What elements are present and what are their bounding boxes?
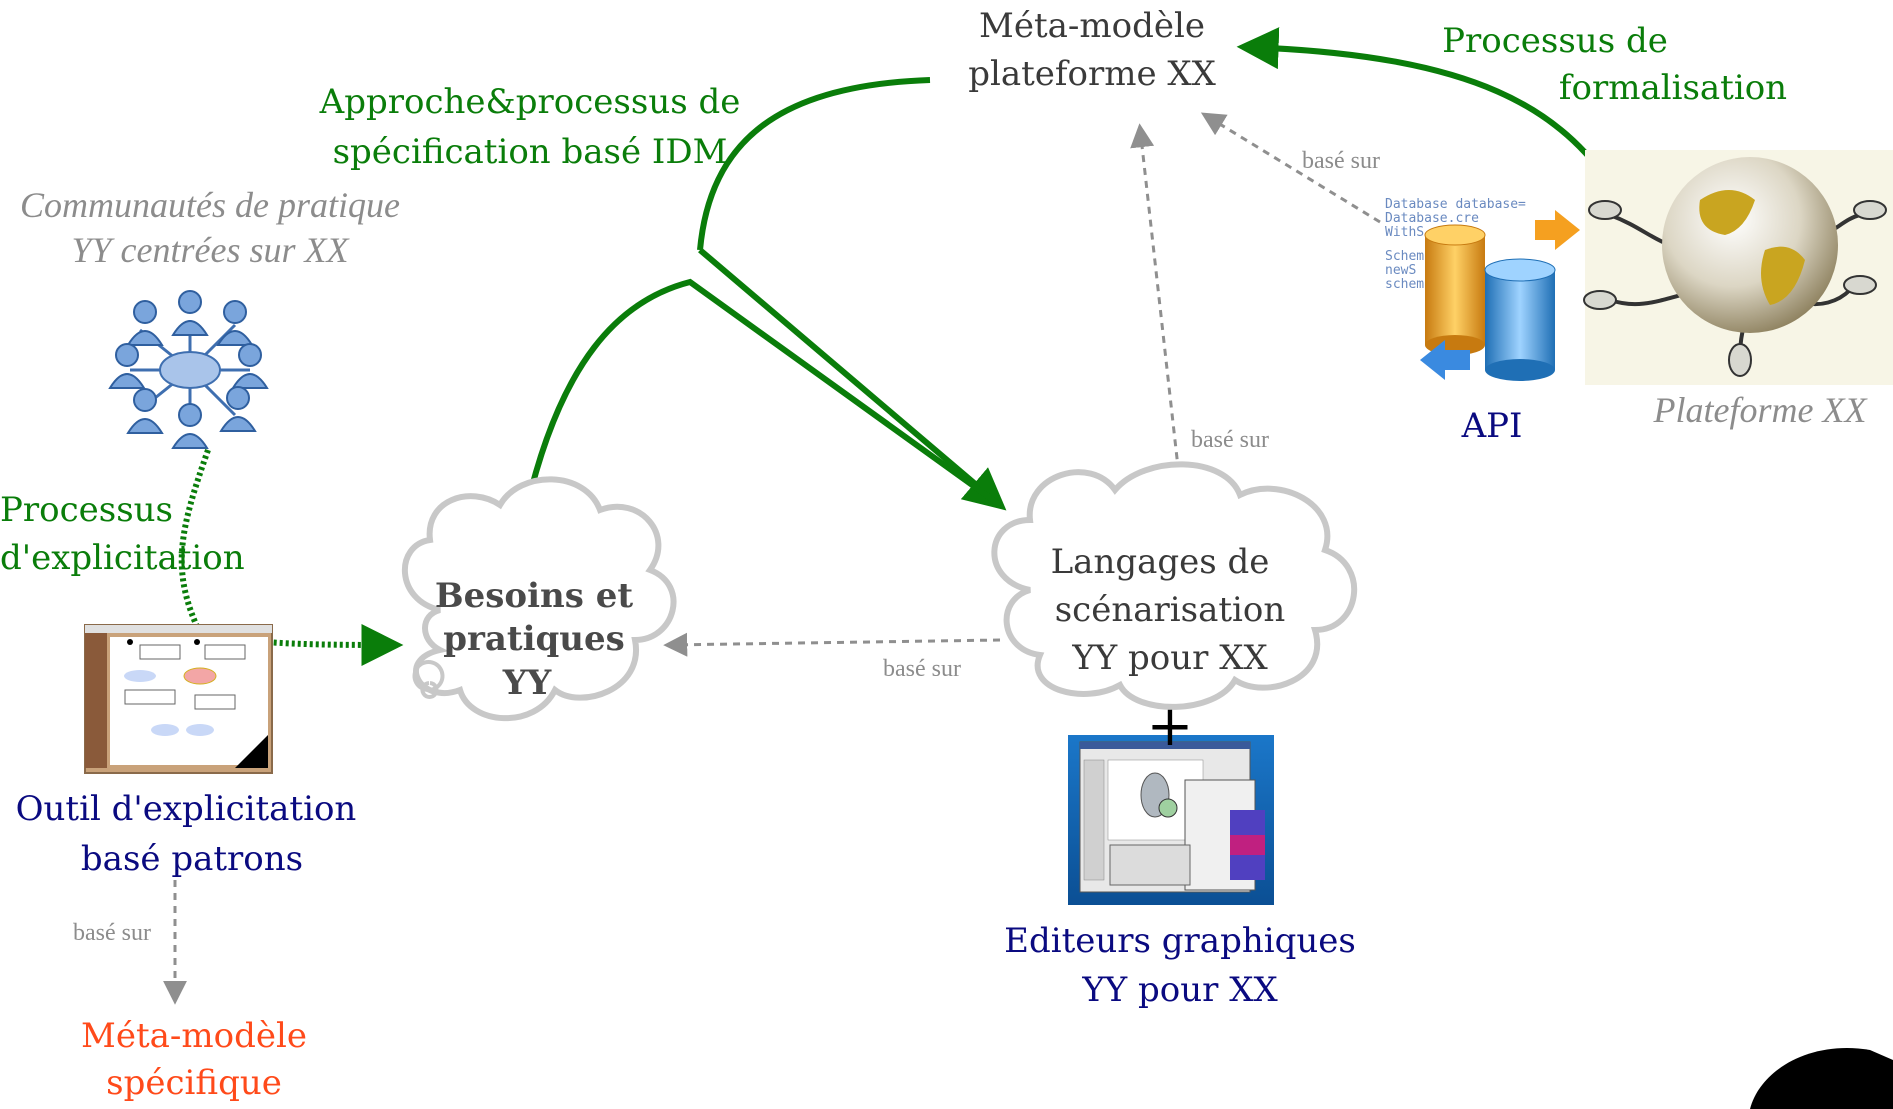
languages-label-line2: scénarisation — [1055, 590, 1286, 630]
graphical-editor-screenshot — [1068, 735, 1274, 905]
explicitation-label-line2: d'explicitation — [0, 538, 245, 578]
svg-text:newS: newS — [1385, 263, 1416, 278]
approach-arrow-to-languages — [698, 247, 1007, 511]
specific-meta-model-line2: spécifique — [106, 1063, 282, 1103]
languages-cloud — [991, 461, 1358, 710]
corner-decoration — [1750, 1048, 1893, 1109]
approach-label-line1: Approche&processus de — [319, 82, 741, 122]
svg-text:Database.cre: Database.cre — [1385, 211, 1479, 226]
needs-cloud-swirl — [412, 660, 445, 699]
approach-label-line2: spécification basé IDM — [333, 132, 728, 172]
tool-label-line2: basé patrons — [81, 839, 303, 879]
svg-text:WithS: WithS — [1385, 225, 1424, 240]
svg-text:Database database=: Database database= — [1385, 197, 1526, 212]
needs-cloud — [402, 476, 677, 722]
approach-arrow-to-meta-model — [697, 77, 931, 251]
needs-based-on-label: basé sur — [883, 656, 961, 682]
needs-label-line1: Besoins et — [435, 576, 633, 616]
languages-label-line3: YY pour XX — [1071, 638, 1268, 678]
meta-model-title-line1: Méta-modèle — [979, 6, 1205, 46]
api-label: API — [1461, 406, 1523, 446]
svg-text:Schem: Schem — [1385, 249, 1424, 264]
explicitation-label-line1: Processus — [0, 490, 173, 530]
database-icon — [1420, 210, 1580, 381]
languages-based-on-label: basé sur — [1191, 427, 1269, 453]
approach-arrow-from-needs — [522, 278, 1002, 516]
communities-label-line2: YY centrées sur XX — [72, 230, 351, 270]
needs-label-line2: pratiques — [443, 619, 625, 659]
platform-label: Plateforme XX — [1653, 390, 1869, 430]
globe-network-icon — [1583, 150, 1893, 385]
specific-meta-model-line1: Méta-modèle — [81, 1016, 307, 1056]
languages-label-line1: Langages de — [1051, 542, 1270, 582]
community-network-icon — [108, 290, 269, 449]
needs-based-on-arrow — [663, 632, 1001, 657]
svg-text:schem: schem — [1385, 277, 1424, 292]
languages-based-on-arrow — [1130, 123, 1182, 486]
meta-model-title-line2: plateforme XX — [968, 54, 1216, 94]
tool-based-on-label: basé sur — [73, 920, 151, 946]
formalisation-label-line1: Processus de — [1442, 21, 1668, 61]
plus-sign: + — [1147, 694, 1194, 759]
editors-label-line1: Editeurs graphiques — [1004, 921, 1356, 961]
communities-label-line1: Communautés de pratique — [20, 185, 400, 225]
pattern-tool-screenshot — [84, 624, 273, 774]
needs-label-line3: YY — [502, 663, 552, 703]
database-code-snippet: Database database= Database.cre WithS Sc… — [1385, 197, 1526, 292]
editors-label-line2: YY pour XX — [1081, 970, 1278, 1010]
formalisation-label-line2: formalisation — [1559, 68, 1787, 108]
tool-label-line1: Outil d'explicitation — [16, 789, 357, 829]
api-based-on-arrow — [1200, 112, 1381, 224]
api-based-on-label: basé sur — [1302, 148, 1380, 174]
